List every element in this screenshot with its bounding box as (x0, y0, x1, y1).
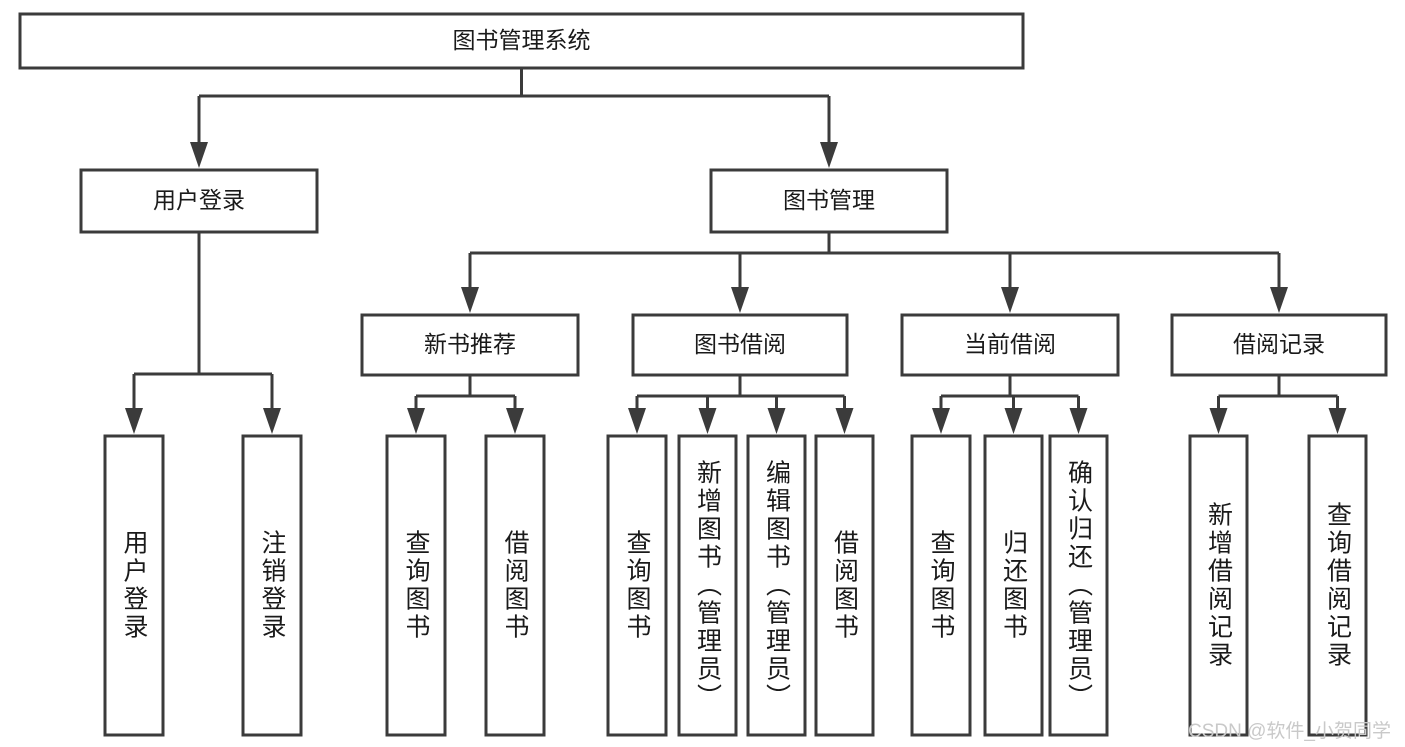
node-box (983, 434, 1044, 737)
node-leaf-query-book-2[interactable]: 查询图书 (606, 434, 668, 737)
node-leaf-borrow-book-2[interactable]: 借阅图书 (814, 434, 875, 737)
node-label: 查询借阅记录 (1324, 502, 1353, 670)
connector-layer (125, 68, 1347, 434)
node-new-book-recommend[interactable]: 新书推荐 (360, 313, 580, 377)
node-label: 用户登录 (153, 187, 245, 213)
node-label: 新增图书（管理员） (694, 460, 723, 712)
node-leaf-user-logout[interactable]: 注销登录 (241, 434, 303, 737)
arrow-head-icon (1209, 408, 1228, 434)
arrow-head-icon (1328, 408, 1347, 434)
arrow-head-icon (731, 287, 749, 313)
arrow-head-icon (835, 408, 854, 434)
node-current-borrow[interactable]: 当前借阅 (900, 313, 1120, 377)
node-label: 用户登录 (120, 530, 149, 642)
node-user-login[interactable]: 用户登录 (79, 168, 319, 234)
node-box (241, 434, 303, 737)
node-leaf-confirm-return[interactable]: 确认归还（管理员） (1048, 434, 1109, 737)
arrow-head-icon (461, 287, 479, 313)
node-label: 注销登录 (258, 530, 287, 642)
node-leaf-query-book-1[interactable]: 查询图书 (385, 434, 447, 737)
arrow-head-icon (820, 142, 838, 168)
node-label: 借阅记录 (1233, 331, 1325, 357)
node-label: 当前借阅 (964, 331, 1056, 357)
node-label: 确认归还（管理员） (1065, 460, 1094, 712)
node-leaf-return-book[interactable]: 归还图书 (983, 434, 1044, 737)
arrow-head-icon (1270, 287, 1288, 313)
node-label: 借阅图书 (501, 530, 530, 642)
node-leaf-add-book[interactable]: 新增图书（管理员） (677, 434, 738, 737)
arrow-head-icon (698, 408, 717, 434)
node-box (1307, 434, 1368, 737)
arrow-head-icon (767, 408, 786, 434)
node-box (910, 434, 972, 737)
node-label: 查询图书 (927, 530, 956, 642)
arrow-head-icon (1001, 287, 1019, 313)
node-root[interactable]: 图书管理系统 (18, 12, 1025, 70)
arrow-head-icon (125, 408, 143, 434)
node-box (103, 434, 165, 737)
node-box (18, 12, 1025, 70)
arrow-head-icon (506, 408, 524, 434)
node-box (677, 434, 738, 737)
node-box (1048, 434, 1109, 737)
node-box (814, 434, 875, 737)
node-leaf-add-record[interactable]: 新增借阅记录 (1188, 434, 1249, 737)
node-box (1170, 313, 1388, 377)
arrow-head-icon (1004, 408, 1023, 434)
node-leaf-query-book-3[interactable]: 查询图书 (910, 434, 972, 737)
node-label: 新书推荐 (424, 331, 516, 357)
node-box (746, 434, 807, 737)
node-layer: 图书管理系统用户登录用户登录注销登录图书管理新书推荐查询图书借阅图书图书借阅查询… (18, 12, 1388, 737)
node-box (360, 313, 580, 377)
arrow-head-icon (407, 408, 425, 434)
node-label: 编辑图书（管理员） (763, 460, 792, 712)
arrow-head-icon (263, 408, 281, 434)
node-leaf-query-record[interactable]: 查询借阅记录 (1307, 434, 1368, 737)
node-box (79, 168, 319, 234)
node-box (385, 434, 447, 737)
node-label: 归还图书 (1000, 530, 1029, 642)
node-book-borrow[interactable]: 图书借阅 (631, 313, 849, 377)
node-box (1188, 434, 1249, 737)
node-box (631, 313, 849, 377)
arrow-head-icon (190, 142, 208, 168)
node-leaf-user-login[interactable]: 用户登录 (103, 434, 165, 737)
arrow-head-icon (628, 408, 646, 434)
node-leaf-edit-book[interactable]: 编辑图书（管理员） (746, 434, 807, 737)
node-label: 借阅图书 (831, 530, 860, 642)
arrow-head-icon (932, 408, 950, 434)
node-label: 图书管理系统 (453, 27, 591, 53)
node-label: 新增借阅记录 (1205, 502, 1234, 670)
node-label: 图书管理 (783, 187, 875, 213)
node-book-manage[interactable]: 图书管理 (709, 168, 949, 234)
node-box (709, 168, 949, 234)
node-label: 查询图书 (402, 530, 431, 642)
node-label: 查询图书 (623, 530, 652, 642)
node-leaf-borrow-book-1[interactable]: 借阅图书 (484, 434, 546, 737)
node-box (606, 434, 668, 737)
node-label: 图书借阅 (694, 331, 786, 357)
node-box (484, 434, 546, 737)
node-borrow-record[interactable]: 借阅记录 (1170, 313, 1388, 377)
node-box (900, 313, 1120, 377)
arrow-head-icon (1069, 408, 1088, 434)
